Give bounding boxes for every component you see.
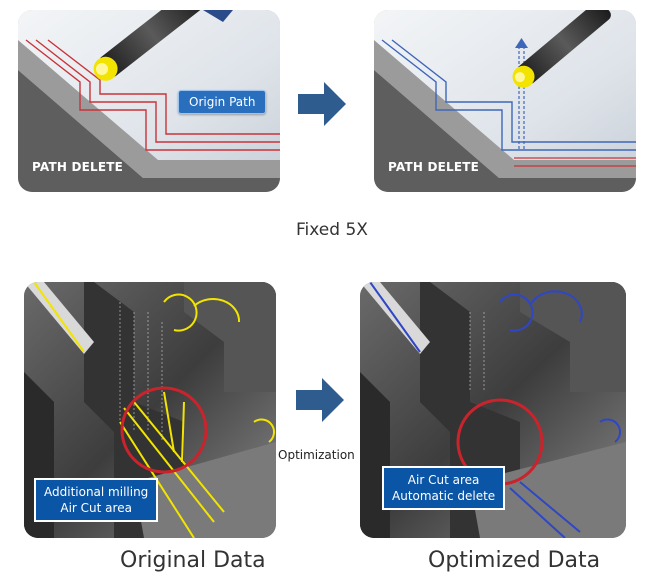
bottom-left-panel: Additional milling Air Cut area (24, 282, 276, 538)
automatic-delete-callout: Air Cut area Automatic delete (382, 466, 506, 510)
fixed-5x-caption: Fixed 5X (296, 220, 368, 240)
optimization-arrow-icon (296, 378, 344, 422)
top-right-panel: PATH DELETE (374, 10, 636, 192)
path-deleted-illustration (374, 10, 636, 192)
origin-path-callout: Origin Path (178, 90, 267, 114)
bottom-right-panel: Air Cut area Automatic delete (360, 282, 626, 538)
original-data-caption: Original Data (120, 548, 266, 573)
optimization-label: Optimization (278, 448, 355, 462)
additional-milling-callout: Additional milling Air Cut area (34, 478, 159, 522)
path-delete-badge-right: PATH DELETE (388, 160, 480, 174)
optimized-data-caption: Optimized Data (428, 548, 601, 573)
top-left-panel: Origin Path PATH DELETE (18, 10, 280, 192)
path-delete-badge: PATH DELETE (32, 160, 124, 174)
right-arrow-icon (298, 82, 346, 126)
